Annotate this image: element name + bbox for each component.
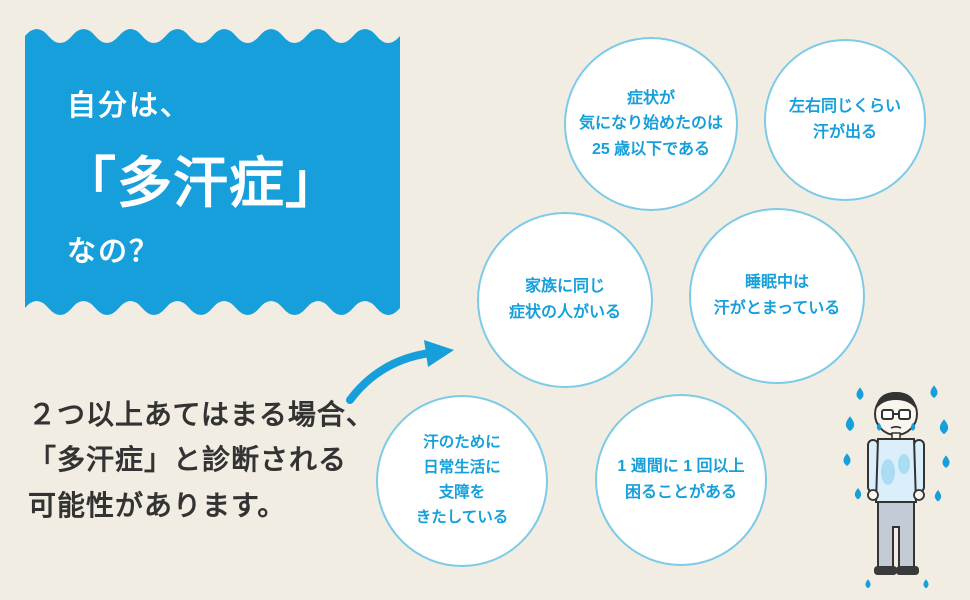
criteria-circle-family: 家族に同じ 症状の人がいる [477, 212, 653, 388]
criteria-text: 左右同じくらい 汗が出る [788, 98, 901, 141]
criteria-circle-symmetry: 左右同じくらい 汗が出る [764, 39, 926, 201]
banner-text: 自分は、 「多汗症」 なの？ [25, 22, 400, 322]
title-banner: 自分は、 「多汗症」 なの？ [25, 22, 400, 322]
criteria-text: 家族に同じ 症状の人がいる [508, 278, 621, 321]
diagnosis-note: ２つ以上あてはまる場合、 「多汗症」と診断される 可能性があります。 [28, 399, 375, 521]
criteria-text: 睡眠中は 汗がとまっている [713, 274, 841, 317]
wavy-banner-shape [25, 29, 400, 315]
criteria-text: 1 週間に 1 回以上 困ることがある [617, 458, 745, 501]
criteria-circle-weekly: 1 週間に 1 回以上 困ることがある [595, 394, 767, 566]
banner-line3: なの？ [67, 236, 161, 268]
sweating-man-illustration [838, 372, 953, 600]
banner-title: 「多汗症」 [61, 152, 342, 214]
criteria-text: 汗のために 日常生活に 支障を きたしている [415, 434, 509, 526]
banner-line1: 自分は、 [67, 90, 192, 122]
criteria-circle-age: 症状が 気になり始めたのは 25 歳以下である [564, 37, 738, 211]
criteria-text: 症状が 気になり始めたのは 25 歳以下である [578, 89, 723, 158]
criteria-circle-daily-life: 汗のために 日常生活に 支障を きたしている [376, 395, 548, 567]
curved-arrow-icon [338, 338, 463, 418]
criteria-circle-sleep: 睡眠中は 汗がとまっている [689, 208, 865, 384]
